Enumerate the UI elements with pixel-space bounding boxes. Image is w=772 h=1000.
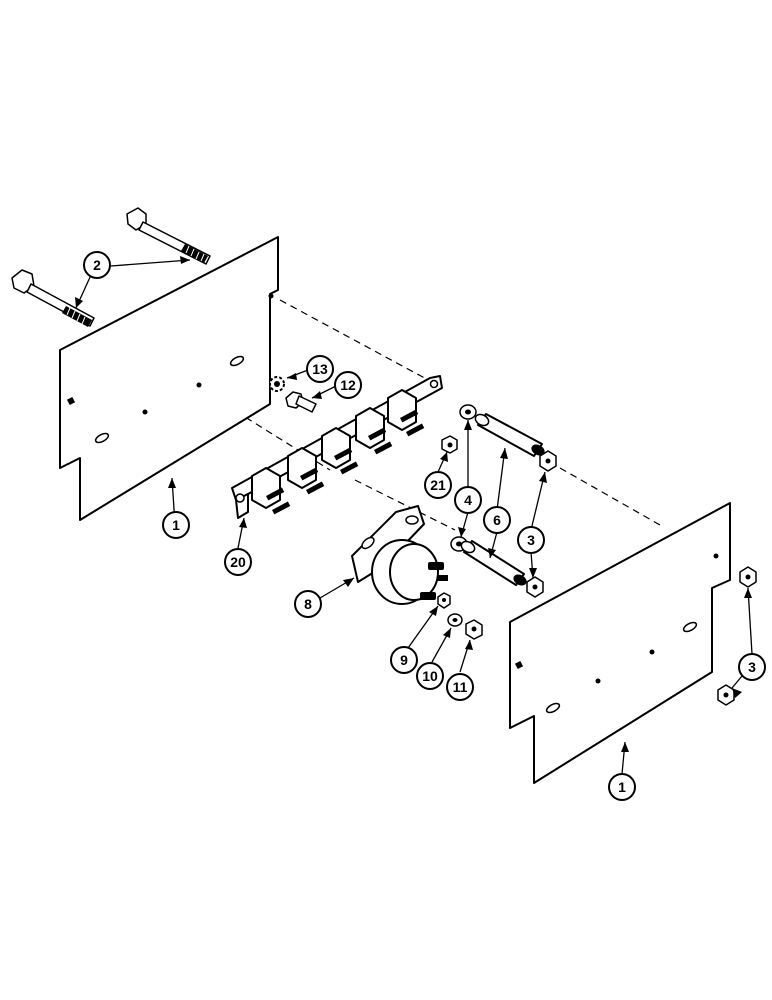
callout-21: 21 <box>424 471 452 499</box>
callout-12: 12 <box>334 371 362 399</box>
svg-text:20: 20 <box>230 554 246 570</box>
callout-20: 20 <box>224 548 252 576</box>
nut-3-upper <box>539 450 557 472</box>
small-nut-9 <box>437 592 451 609</box>
star-lockwasher <box>269 376 285 392</box>
svg-text:1: 1 <box>618 779 626 795</box>
svg-text:3: 3 <box>527 532 535 548</box>
callout-6: 6 <box>483 506 511 534</box>
callout-9: 9 <box>390 646 418 674</box>
svg-text:11: 11 <box>453 679 468 695</box>
callout-11: 11 <box>446 673 474 701</box>
svg-text:3: 3 <box>748 659 756 675</box>
callout-1-right: 1 <box>608 773 636 801</box>
spacer-upper <box>474 413 545 457</box>
callout-4: 4 <box>454 486 482 514</box>
nut-3-right-lower <box>717 684 735 706</box>
mounting-plate-left <box>59 236 279 521</box>
washer-10 <box>447 613 463 627</box>
svg-text:8: 8 <box>304 596 312 612</box>
svg-text:4: 4 <box>464 492 472 508</box>
svg-text:13: 13 <box>312 361 328 377</box>
bolt-upper <box>126 207 211 265</box>
callout-3-center: 3 <box>517 526 545 554</box>
terminal-block <box>231 375 443 519</box>
svg-text:6: 6 <box>493 512 501 528</box>
svg-text:2: 2 <box>93 257 101 273</box>
callout-3-right: 3 <box>738 653 766 681</box>
relay-solenoid <box>351 505 448 605</box>
arrowheads <box>75 256 752 752</box>
nut-21 <box>441 435 458 454</box>
nut-3-lower <box>526 576 544 598</box>
spacer-lower <box>460 540 527 586</box>
callout-2: 2 <box>83 251 111 279</box>
callout-1-left: 1 <box>162 511 190 539</box>
svg-text:10: 10 <box>422 668 438 684</box>
mounting-plate-right <box>509 502 731 784</box>
svg-text:21: 21 <box>430 477 446 493</box>
nut-11 <box>465 619 483 640</box>
svg-text:1: 1 <box>172 517 180 533</box>
callout-13: 13 <box>306 355 334 383</box>
callout-10: 10 <box>416 662 444 690</box>
callout-8: 8 <box>294 590 322 618</box>
svg-text:9: 9 <box>400 652 408 668</box>
washer-4-upper <box>459 404 477 420</box>
hex-screw <box>285 391 317 413</box>
nut-3-right-upper <box>739 566 757 588</box>
bolt-lower <box>11 269 95 327</box>
svg-text:12: 12 <box>340 377 356 393</box>
